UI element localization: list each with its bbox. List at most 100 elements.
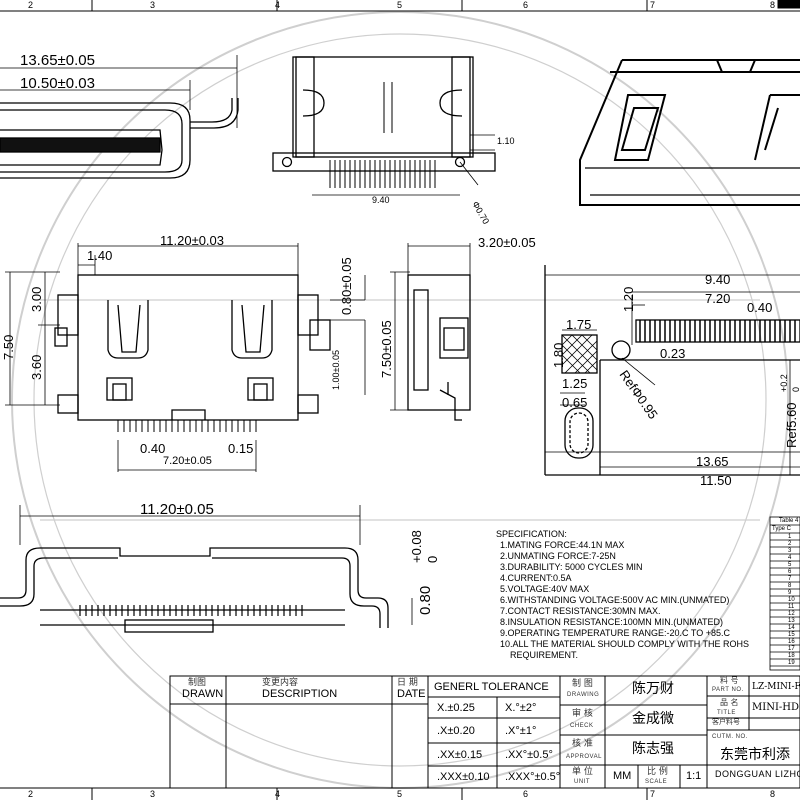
spec-line: 7.CONTACT RESISTANCE:30MN MAX. — [500, 606, 661, 616]
dim-label: 0.15 — [228, 441, 254, 456]
dim-label: 0.23 — [660, 346, 686, 361]
tb-partno-en: PART NO. — [712, 687, 744, 693]
tb-title-cn: 品 名 — [720, 698, 739, 707]
side-table-row-number: 15 — [788, 632, 795, 638]
tb-partno-cn: 料 号 — [720, 676, 739, 685]
spec-line: REQUIREMENT. — [510, 650, 579, 660]
view-side — [390, 243, 471, 421]
side-table-row-number: 1 — [788, 534, 792, 540]
dim-label: 0.40 — [747, 300, 773, 315]
tb-unit-en: UNIT — [574, 779, 590, 785]
tb-approval-cn: 核 准 — [572, 739, 593, 749]
tb-unit-cn: 单 位 — [572, 767, 593, 777]
spec-line: 8.INSULATION RESISTANCE:100MN MIN.(UNMAT… — [500, 617, 724, 627]
dim-label: Ref5.60 — [784, 402, 799, 448]
view-rear-top — [272, 56, 496, 196]
view-front-main — [5, 243, 366, 472]
dim-label: 1.80 — [551, 342, 566, 368]
dim-label: 7.50 — [1, 334, 16, 360]
side-table-row-number: 9 — [788, 590, 792, 596]
dim-label: 1.25 — [562, 376, 588, 391]
tb-company-en: DONGGUAN LIZHOU — [715, 769, 800, 779]
tb-unit-value: MM — [613, 770, 632, 782]
side-table-header: Type C — [772, 526, 792, 532]
tb-company-cn: 东莞市利添 — [720, 747, 790, 763]
tb-drawing-cn: 制 图 — [572, 679, 593, 689]
dim-label: +0.2 — [779, 374, 789, 392]
side-table-row-number: 10 — [788, 597, 795, 603]
dim-label: 1.20 — [621, 286, 636, 312]
dim-label: 0.80 — [417, 585, 434, 615]
side-table-row-number: 3 — [788, 548, 792, 554]
tb-drawn-en: DRAWN — [182, 688, 224, 700]
tb-scale-cn: 比 例 — [647, 767, 668, 777]
border-number: 8 — [770, 789, 776, 799]
dim-label: 9.40 — [372, 195, 390, 205]
tb-tolerance-head: GENERL TOLERANCE — [434, 681, 549, 693]
spec-line: 10.ALL THE MATERIAL SHOULD COMPLY WITH T… — [500, 639, 750, 649]
dim-label: 1.00±0.05 — [331, 350, 341, 390]
dim-label: 11.20±0.03 — [160, 233, 225, 248]
dim-label: 0 — [791, 386, 800, 392]
spec-line: 4.CURRENT:0.5A — [500, 573, 572, 583]
side-table-row-number: 12 — [788, 611, 795, 617]
view-bottom — [0, 505, 413, 633]
tb-drawing-en: DRAWING — [567, 692, 600, 698]
side-table-row-number: 18 — [788, 653, 795, 659]
dim-label: 11.20±0.05 — [140, 501, 214, 518]
spec-line: 1.MATING FORCE:44.1N MAX — [500, 540, 625, 550]
border-number: 7 — [650, 0, 656, 10]
tb-approval-en: APPROVAL — [566, 754, 602, 760]
side-table-title: Table 4 — [779, 518, 799, 524]
side-table-row-number: 6 — [788, 569, 792, 575]
border-number: 3 — [150, 789, 156, 799]
dim-label: 3.20±0.05 — [478, 235, 536, 250]
dim-label: 3.60 — [29, 354, 44, 380]
tb-tol-ang: .X°±1° — [505, 725, 537, 737]
tb-approval-name: 陈志强 — [632, 741, 674, 757]
view-front-top — [0, 55, 239, 179]
dim-label: 0 — [425, 555, 440, 563]
spec-line: 5.VOLTAGE:40V MAX — [500, 584, 590, 594]
dim-label: 1.10 — [497, 136, 515, 146]
tb-tol-lin: X.±0.25 — [437, 702, 475, 714]
tb-tol-ang: .XX°±0.5° — [505, 749, 553, 761]
tb-tol-ang: .XXX°±0.5° — [505, 771, 561, 783]
title-block-grid — [169, 675, 800, 789]
side-table-row-number: 8 — [788, 583, 792, 589]
tb-check-en: CHECK — [570, 723, 594, 729]
side-table-row-number: 4 — [788, 555, 792, 561]
tb-tol-lin: .XXX±0.10 — [437, 771, 490, 783]
dim-label: 7.20 — [705, 291, 731, 306]
dim-label: 0.40 — [140, 441, 166, 456]
dim-label: 13.65 — [696, 454, 729, 469]
tb-scale-en: SCALE — [645, 779, 668, 785]
tb-scale-value: 1:1 — [686, 770, 702, 782]
border-number: 2 — [28, 789, 34, 799]
border-number: 5 — [397, 789, 403, 799]
spec-heading: SPECIFICATION: — [496, 529, 567, 539]
tb-date-en: DATE — [397, 688, 426, 700]
view-isometric — [579, 59, 800, 206]
side-table-row-number: 13 — [788, 618, 795, 624]
dim-label: 13.65±0.05 — [20, 52, 95, 69]
tb-tol-lin: .XX±0.15 — [437, 749, 483, 761]
border-number: 4 — [275, 0, 281, 10]
dim-label: 7.20±0.05 — [163, 455, 212, 467]
dim-label: 10.50±0.03 — [20, 75, 95, 92]
tb-drawing-name: 陈万财 — [632, 681, 674, 697]
dim-label: +0.08 — [409, 530, 424, 563]
border-number: 5 — [397, 0, 403, 10]
border-number: 6 — [523, 789, 529, 799]
spec-line: 9.OPERATING TEMPERATURE RANGE:-20.C TO +… — [500, 628, 730, 638]
dim-label: 11.50 — [700, 473, 732, 488]
dim-label: 7.50±0.05 — [379, 320, 394, 378]
dim-label: 3.00 — [29, 286, 44, 312]
tb-desc-cn: 变更内容 — [262, 678, 299, 688]
dim-label: 0.65 — [562, 395, 588, 410]
side-table-row-number: 14 — [788, 625, 795, 631]
spec-line: 2.UNMATING FORCE:7-25N — [500, 551, 616, 561]
tb-desc-en: DESCRIPTION — [262, 688, 338, 700]
side-table-row-number: 16 — [788, 639, 795, 645]
